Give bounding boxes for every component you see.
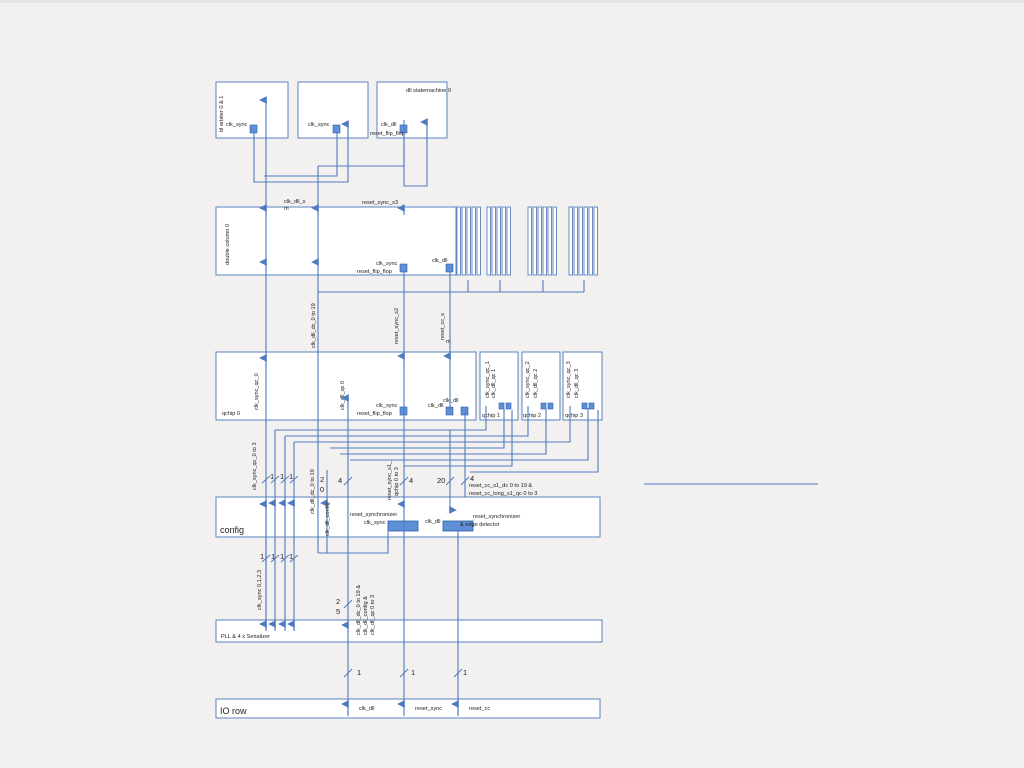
clk-dll-dc-label: clk_dll_dc_0 to 19 [311,303,317,348]
clk-sync-qc-range-label: clk_sync_qc_0 to 3 [252,442,258,490]
register [588,402,595,410]
clk-sync-qc1-label: clk_sync_qc_1 [485,361,491,398]
clk-dll-label: clk_dll [432,258,448,264]
reset-flip-flop-label: reset_flip_flop [370,131,405,137]
pll-label: PLL & 4 x Serializer [221,634,270,640]
clk-dll-bundle-label-2: clk_dll_config & [363,596,369,635]
clk-dll-dc-range-label: clk_dll_dc_0 to 19 [310,469,316,514]
register [249,124,258,134]
bus-width: 2 [336,597,340,606]
qchip1-label: qchip 1 [482,413,500,419]
register [581,402,588,410]
wires [253,96,599,716]
bus-width: 1 [411,668,415,677]
reset-sync-s2-label: reset_sync_s2 [394,308,400,344]
bus-width: 1 [357,668,361,677]
bus-width: 0 [320,485,324,494]
reset-sync-s1-label: reset_sync_s1_ [387,460,393,500]
bus-width: 4 [409,476,413,485]
clk-sync-label: clk_sync [376,261,398,267]
reset-cc-s1-label: reset_cc_s1_dc 0 to 19 & [469,483,532,489]
qchip0-block [215,351,477,421]
clk-dll-qc3-label: clk_dll_qc 3 [574,369,580,398]
reset-cc-long-label: reset_cc_long_s1_qc 0 to 3 [469,491,537,497]
io-reset-sync-label: reset_sync [415,706,442,712]
bus-markers [261,475,470,678]
bus-width: 5 [336,607,340,616]
reset-cc-s-m: m [446,339,451,345]
bus-width: 20 [437,476,445,485]
io-reset-cc-label: reset_cc [469,706,490,712]
clk-dll-label: clk_dll [425,519,441,525]
clk-sync-label: clk_sync [364,520,386,526]
clk-dll-bundle-label-1: clk_dll_dc_0 to 19 & [356,585,362,635]
clk-sync-qc0-label: clk_sync_qc_0 [254,373,260,410]
bus-width: 4 [470,474,474,483]
io-row-block [215,698,601,719]
clk-sync-qc3-label: clk_sync_qc_3 [566,361,572,398]
bus-width: 1 [463,668,467,677]
clk-dll-label: clk_dll [443,398,459,404]
reset-cc-s-label: reset_cc_s [440,313,446,340]
qchip0-label: qchip 0 [222,411,240,417]
qchip2-label: qchip 2 [523,413,541,419]
clk-sync-label: clk_sync [308,122,330,128]
dll-statemachine-label: dll statemachine 0 [406,88,451,94]
config-label: config [220,525,244,535]
reset-sync-s3-label: reset_sync_s3 [362,200,398,206]
register [547,402,554,410]
io-row-label: IO row [220,706,247,716]
bus-width: 1 [289,552,293,561]
bus-width: 1 [270,472,274,481]
qchip-range-label: qchip 0 to 3 [394,467,400,496]
clk-dll-label: clk_dll [381,122,397,128]
register [332,124,341,134]
bus-width: 1 [280,552,284,561]
bus-width: 1 [289,472,293,481]
top-edge [0,0,1024,3]
register [399,263,408,273]
edge-detector-label: & edge detector [460,522,500,528]
double-column-label: double column 0 [225,224,231,265]
bus-width: 1 [260,552,264,561]
clk-dll-qc0-label: clk_dll_qc 0 [340,381,346,410]
column-stripes [456,206,598,276]
clk-sync-0123-label: clk_sync 0,1,2,3 [257,570,263,610]
clk-dll-s-label: clk_dll_s [284,199,306,205]
reset-synchronizer-edge-label: reset_synchronizer [473,514,520,520]
clk-dll-config-label: clk_dll_config [325,502,331,536]
reset-synchronizer-block [387,520,419,532]
bus-width: 1 [271,552,275,561]
clk-dll-qc2-label: clk_dll_qc 2 [533,369,539,398]
double-column-block [215,206,457,276]
register [505,402,512,410]
bus-width: 4 [338,476,342,485]
register [540,402,547,410]
reset-flip-flop-label: reset_flip_flop [357,269,392,275]
clk-dll-qc1-label: clk_dll_qc 1 [491,369,497,398]
register [445,263,454,273]
io-clk-dll-label: clk_dll [359,706,375,712]
clk-dll-s-m: m [284,206,289,212]
clk-dll-bundle-label-3: clk_dll_qc 0 to 3 [370,595,376,635]
clk-sync-label: clk_sync [226,122,248,128]
clk-dll-label: clk_dll [428,403,444,409]
clk-sync-label: clk_sync [376,403,398,409]
dll-statemachine-block [376,81,448,139]
bus-width: 1 [280,472,284,481]
reset-flip-flop-label: reset_flip_flop [357,411,392,417]
bus-width: 2 [320,475,324,484]
reset-synchronizer-label: reset_synchronizer [350,512,397,518]
register [498,402,505,410]
qchip3-label: qchip 3 [565,413,583,419]
arbiter-label: ttl arbiter 0 & 1 [219,96,225,132]
clk-sync-qc2-label: clk_sync_qc_2 [525,361,531,398]
pll-block [215,619,603,643]
